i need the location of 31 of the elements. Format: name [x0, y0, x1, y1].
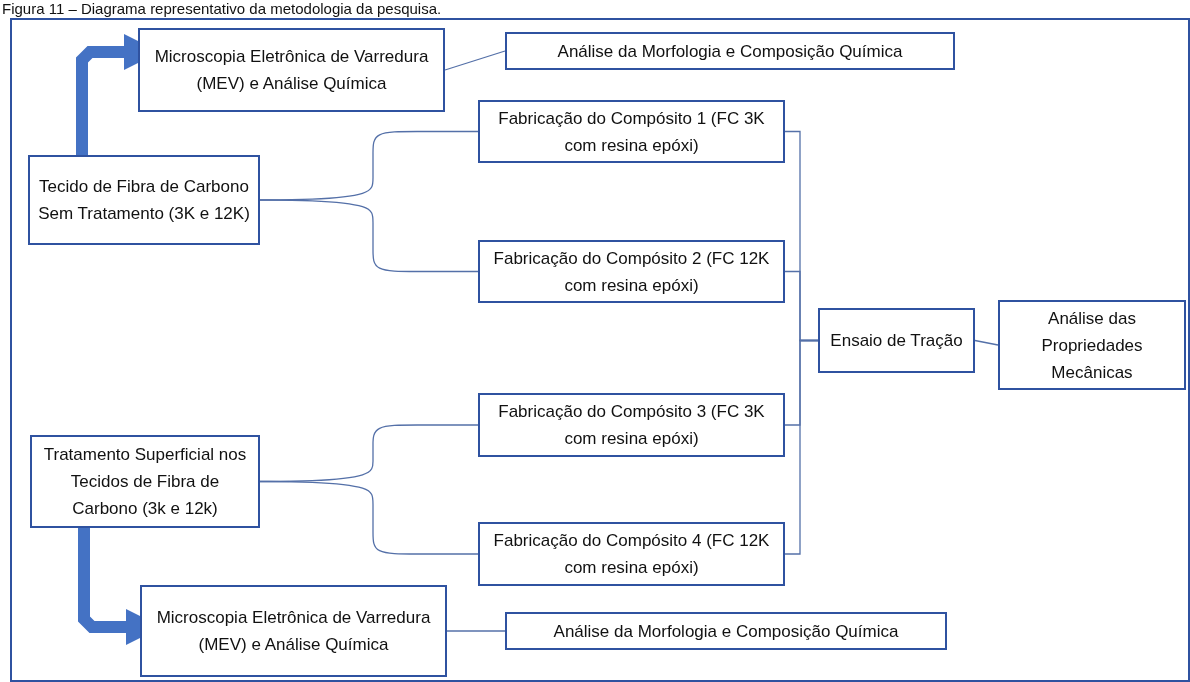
process-box: [478, 240, 785, 303]
box-label: Fabricação do Compósito 2 (FC 12K com resina epóxi): [492, 247, 771, 297]
box-label: Microscopia Eletrônica de Varredura (MEV) e Análise Química: [153, 46, 430, 95]
connector-line: [259, 480, 479, 555]
process-box: [478, 393, 785, 457]
process-box: [505, 32, 955, 70]
figure-title: Figura 11 – Diagrama representativo da metodologia da pesquisa.: [2, 0, 442, 17]
box-label: Ensaio de Tração: [830, 330, 963, 352]
box-label: Fabricação do Compósito 3 (FC 3K com resina epóxi): [497, 401, 766, 450]
box-label: Tecido de Fibra de Carbono Sem Tratamento (3K e 12K): [37, 176, 251, 225]
process-box: [138, 28, 445, 112]
box-label: Microscopia Eletrônica de Varredura (MEV) e Análise Química: [155, 607, 432, 656]
process-box: [505, 612, 947, 650]
connector-line: [446, 630, 506, 632]
process-box: [818, 308, 975, 373]
box-label: Tratamento Superficial nos Tecidos de Fibra de Carbono (3k e 12k): [42, 444, 248, 520]
process-box: [478, 100, 785, 163]
box-label: Fabricação do Compósito 4 (FC 12K com resina epóxi): [492, 530, 771, 579]
connector-line: [259, 199, 479, 273]
connector-line: [784, 339, 819, 555]
box-label: Fabricação do Compósito 1 (FC 3K com resina epóxi): [497, 107, 766, 157]
box-label: Análise da Morfologia e Composição Química: [553, 620, 899, 643]
connector-line: [444, 50, 506, 71]
process-box: [478, 522, 785, 586]
connector-line: [974, 339, 999, 346]
process-box: [28, 155, 260, 245]
process-box: [30, 435, 260, 528]
box-label: Análise da Morfologia e Composição Química: [557, 40, 903, 63]
box-label: Análise das Propriedades Mecânicas: [1040, 307, 1144, 384]
process-box: [140, 585, 447, 677]
process-box: [998, 300, 1186, 390]
